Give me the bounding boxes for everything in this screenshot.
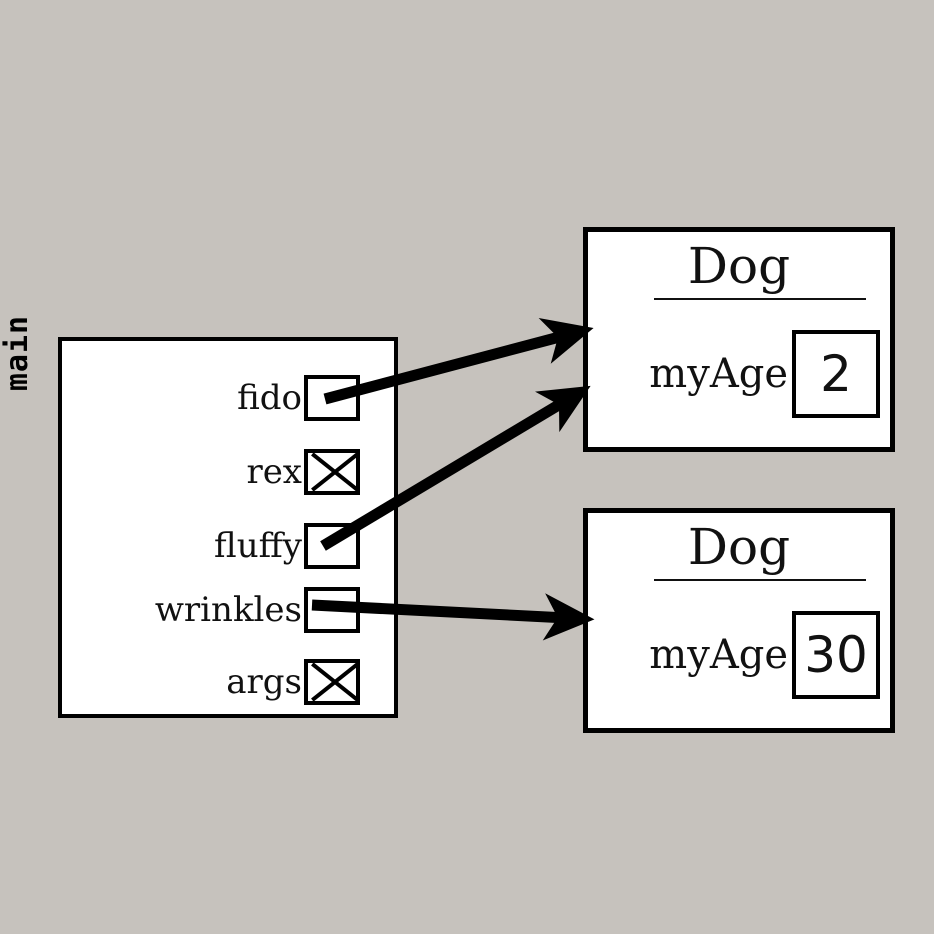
stack-variable-fido[interactable]: fido: [58, 373, 360, 423]
variable-name-label: wrinkles: [154, 590, 302, 630]
heap-object-dog-2[interactable]: Dog myAge 30: [583, 508, 895, 733]
object-field-row: myAge 30: [596, 609, 880, 701]
object-title-underline: [654, 579, 866, 581]
object-title-underline: [654, 298, 866, 300]
field-name-myage: myAge: [649, 632, 788, 678]
variable-name-label: rex: [246, 452, 302, 492]
field-name-myage: myAge: [649, 351, 788, 397]
variable-slot-wrinkles[interactable]: [304, 587, 360, 633]
object-type-label: Dog: [687, 518, 791, 576]
variable-name-label: args: [226, 662, 302, 702]
stack-variable-wrinkles[interactable]: wrinkles: [58, 585, 360, 635]
stack-variable-rex[interactable]: rex: [58, 447, 360, 497]
variable-slot-rex-null[interactable]: [304, 449, 360, 495]
variable-name-label: fido: [237, 378, 302, 418]
heap-object-dog-1[interactable]: Dog myAge 2: [583, 227, 895, 452]
stack-variable-list: fido rex fluffy wrinkles args: [58, 337, 398, 718]
field-value-myage[interactable]: 30: [792, 611, 880, 699]
variable-name-label: fluffy: [214, 526, 302, 566]
variable-slot-fluffy[interactable]: [304, 523, 360, 569]
object-field-row: myAge 2: [596, 328, 880, 420]
variable-slot-fido[interactable]: [304, 375, 360, 421]
field-value-myage[interactable]: 2: [792, 330, 880, 418]
stack-frame-label: main: [0, 314, 35, 392]
stack-variable-fluffy[interactable]: fluffy: [58, 521, 360, 571]
variable-slot-args-null[interactable]: [304, 659, 360, 705]
object-type-label: Dog: [687, 237, 791, 295]
stack-variable-args[interactable]: args: [58, 657, 360, 707]
